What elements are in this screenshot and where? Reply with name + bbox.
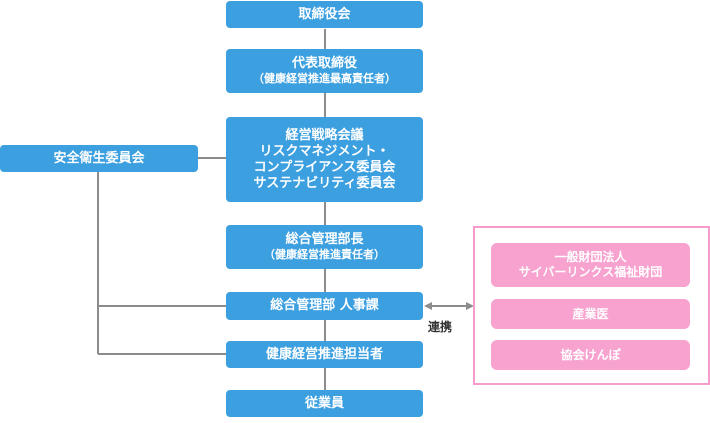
doctor-label: 産業医 [572, 306, 609, 321]
committee-line-3: コンプライアンス委員会 [253, 159, 396, 175]
kenpo-box: 協会けんぽ [491, 340, 690, 370]
committees-box: 経営戦略会議 リスクマネジメント・ コンプライアンス委員会 サステナビリティ委員… [226, 117, 423, 202]
employees-label: 従業員 [304, 395, 344, 411]
committee-line-1: 経営戦略会議 [285, 127, 364, 143]
hr-label: 総合管理部 人事課 [270, 298, 379, 313]
kenpo-label: 協会けんぽ [560, 347, 621, 362]
safety-committee-box: 安全衛生委員会 [0, 145, 198, 172]
arrowhead-left [424, 302, 432, 310]
safety-committee-label: 安全衛生委員会 [53, 150, 145, 166]
board-label: 取締役会 [298, 6, 351, 22]
gm-subtitle: （健康経営推進責任者） [264, 248, 385, 261]
promoter-box: 健康経営推進担当者 [226, 341, 423, 368]
hr-box: 総合管理部 人事課 [226, 292, 423, 320]
link-label: 連携 [428, 320, 453, 334]
board-box: 取締役会 [226, 1, 423, 28]
employees-box: 従業員 [226, 390, 423, 417]
foundation-line-1: 一般財団法人 [554, 250, 627, 264]
promoter-label: 健康経営推進担当者 [265, 346, 383, 362]
president-box: 代表取締役 （健康経営推進最高責任者） [226, 49, 423, 93]
foundation-line-2: サイバーリンクス福祉財団 [518, 265, 663, 279]
president-subtitle: （健康経営推進最高責任者） [253, 72, 396, 85]
arrowhead-right [466, 302, 474, 310]
doctor-box: 産業医 [491, 299, 690, 329]
gm-box: 総合管理部長 （健康経営推進責任者） [226, 225, 423, 269]
committee-line-4: サステナビリティ委員会 [253, 175, 396, 191]
president-title: 代表取締役 [291, 56, 357, 71]
committee-line-2: リスクマネジメント・ [259, 143, 390, 159]
gm-title: 総合管理部長 [285, 232, 364, 247]
foundation-box: 一般財団法人 サイバーリンクス福祉財団 [491, 243, 690, 287]
